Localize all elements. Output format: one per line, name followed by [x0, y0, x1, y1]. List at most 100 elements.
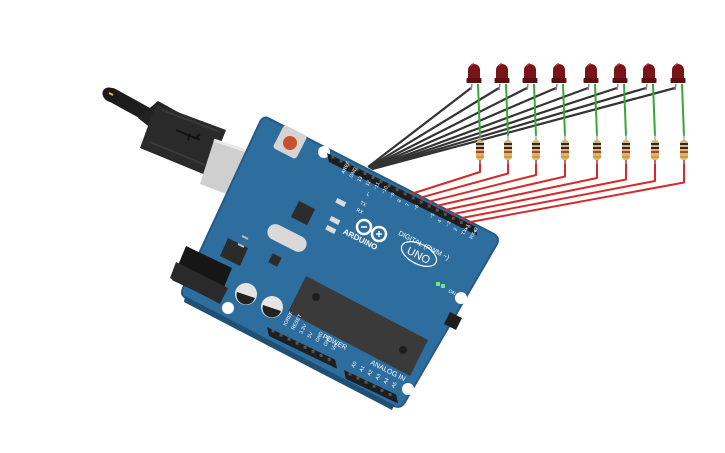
digital-pin-label: ~10 [381, 185, 390, 195]
power-pin-socket [271, 329, 275, 333]
resistor-band [651, 143, 659, 145]
led-lens [614, 64, 626, 80]
led-anode-leg [652, 83, 656, 137]
red-led [612, 63, 628, 83]
reset-button[interactable] [273, 125, 308, 160]
led-cathode-leg [498, 83, 501, 91]
icsp-pin-header[interactable] [444, 312, 462, 330]
resistor-band [532, 147, 540, 149]
digital-pin-label: 13 [356, 175, 364, 183]
signal-wires [410, 160, 685, 224]
ground-wire [367, 87, 472, 168]
digital-pin-socket [411, 196, 415, 200]
led-rim [641, 78, 657, 83]
led-lens [553, 64, 565, 80]
digital-pin-socket [403, 192, 407, 196]
power-pin-socket [303, 345, 307, 349]
resistor-band [504, 151, 512, 153]
resistor-band [680, 156, 688, 158]
led-anode-leg [533, 83, 537, 137]
led-cathode-leg [470, 83, 473, 91]
led-legs [470, 83, 685, 137]
resistor-band [622, 151, 630, 153]
power-pin-label: GND [315, 330, 326, 343]
resistor-band [476, 151, 484, 153]
power-pin-header[interactable] [267, 327, 338, 369]
led-highlight [555, 63, 560, 67]
resistor-band [561, 147, 569, 149]
power-pin-label: Vin [331, 342, 340, 351]
led-highlight [674, 63, 679, 67]
tx-label: TX [359, 200, 368, 209]
power-pin-socket [319, 354, 323, 358]
icsp-body [444, 312, 462, 330]
resistor-band [504, 143, 512, 145]
resistor-band [593, 151, 601, 153]
resistor-band [561, 151, 569, 153]
crystal-oscillator [267, 224, 307, 252]
small-chip [268, 253, 282, 267]
red-led [551, 63, 567, 83]
led-rim [670, 78, 686, 83]
arduino-board[interactable]: ARDUINO DIGITAL (PWM ~) TX RX L UNO ON P… [170, 116, 499, 411]
led-cathode-leg [674, 83, 677, 91]
digital-pin-label: 12 [365, 179, 373, 187]
arduino-logo-icon [355, 218, 388, 243]
led-lens [585, 64, 597, 80]
digital-pin-label: ~9 [389, 192, 397, 200]
analog-pin-socket [372, 384, 376, 388]
status-leds [325, 197, 445, 288]
resistor [476, 134, 484, 164]
led-cathode-leg [616, 83, 619, 91]
usb-chip [290, 200, 316, 226]
led-rim [612, 78, 628, 83]
resistor-band [651, 147, 659, 149]
led-lens [643, 64, 655, 80]
led-lens [496, 64, 508, 80]
resistor-band [593, 143, 601, 145]
red-led [670, 63, 686, 83]
analog-pin-label: A0 [350, 361, 358, 369]
resistor-band [532, 143, 540, 145]
analog-pin-header[interactable] [344, 370, 399, 404]
led-anode-leg [594, 83, 598, 137]
led-anode-leg [681, 83, 685, 137]
dc-power-jack[interactable] [170, 246, 232, 304]
resistor-band [532, 151, 540, 153]
resistor-band [680, 151, 688, 153]
signal-wire [442, 160, 598, 212]
digital-pin-socket [443, 212, 447, 216]
led-highlight [470, 63, 475, 67]
resistor-band [476, 156, 484, 158]
capacitor [261, 296, 283, 318]
resistor-band [504, 147, 512, 149]
led-rim [551, 78, 567, 83]
digital-pin-header[interactable] [327, 153, 478, 236]
power-pin-socket [327, 358, 331, 362]
analog-pin-label: A5 [391, 381, 399, 389]
digital-pin-label: 2 [453, 227, 460, 232]
digital-pin-socket [459, 220, 463, 224]
led-lens [468, 64, 480, 80]
analog-pin-socket [348, 372, 352, 376]
mounting-hole [318, 146, 330, 158]
led-array [466, 63, 686, 83]
l-label: L [365, 191, 370, 198]
resistor-band [532, 156, 540, 158]
digital-pin-label: 4 [437, 219, 444, 224]
resistor-band [561, 143, 569, 145]
resistor-band [504, 156, 512, 158]
led-lens [672, 64, 684, 80]
mounting-hole [222, 302, 234, 314]
led-cathode-leg [587, 83, 590, 91]
power-pin-label: 3.3V [298, 323, 308, 335]
red-led [641, 63, 657, 83]
resistor-band [622, 156, 630, 158]
capacitor [235, 283, 257, 305]
resistor-band [593, 156, 601, 158]
digital-pin-socket [419, 200, 423, 204]
led-rim [583, 78, 599, 83]
led-anode-leg [505, 83, 509, 137]
analog-pin-socket [388, 392, 392, 396]
digital-pin-socket [339, 159, 343, 163]
